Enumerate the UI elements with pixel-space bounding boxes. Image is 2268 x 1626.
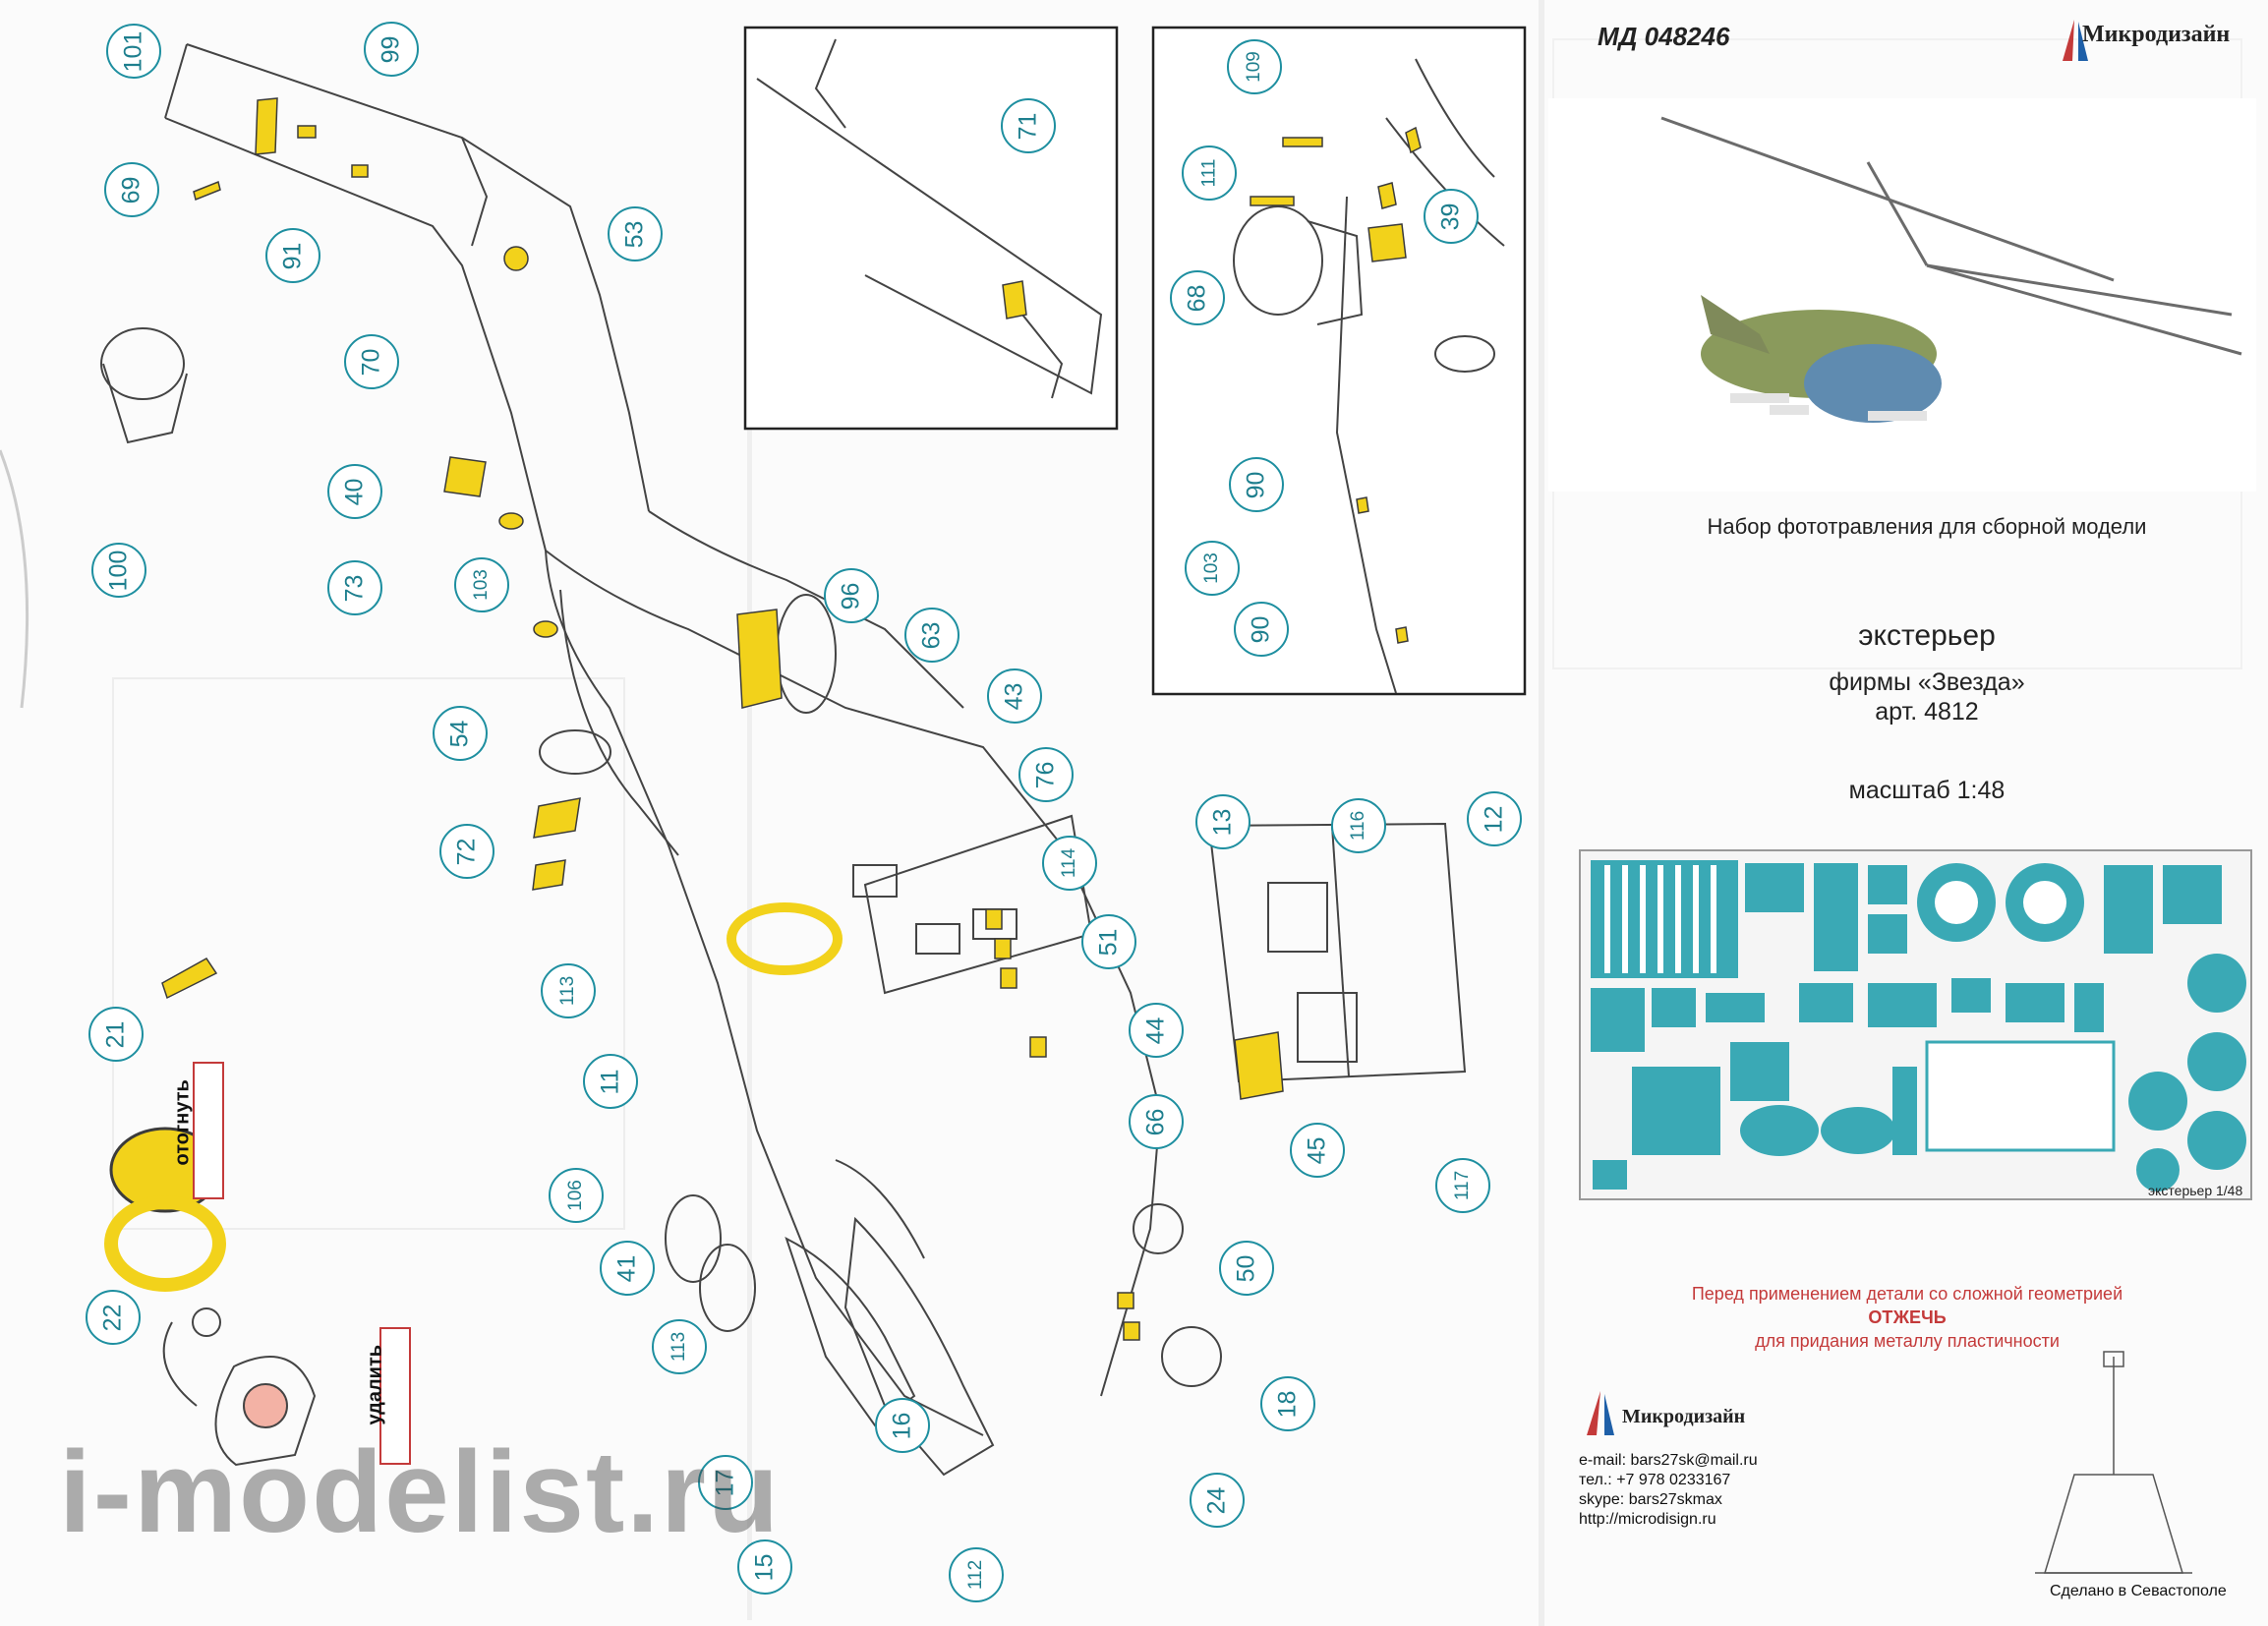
- made-in: Сделано в Севастополе: [2050, 1583, 2227, 1599]
- part-callout: 103: [1185, 541, 1240, 596]
- contact-email: e-mail: bars27sk@mail.ru: [1579, 1452, 1758, 1469]
- monument-sketch: [2035, 1351, 2192, 1574]
- part-callout: 17: [698, 1455, 753, 1510]
- part-callout: 103: [454, 557, 509, 612]
- notice-line1: Перед применением детали со сложной геом…: [1691, 1284, 2123, 1304]
- scale: масштаб 1:48: [1848, 777, 2006, 804]
- part-callout: 15: [737, 1539, 792, 1595]
- brand-logo: [2063, 20, 2088, 61]
- title: экстерьер: [1858, 619, 1996, 652]
- part-callout: 63: [904, 608, 960, 663]
- part-callout: 116: [1331, 798, 1386, 853]
- part-callout: 90: [1234, 602, 1289, 657]
- part-callout: 96: [824, 568, 879, 623]
- part-callout: 73: [327, 560, 382, 615]
- part-callout: 99: [364, 22, 419, 77]
- part-callout: 91: [265, 228, 320, 283]
- fret-label: экстерьер 1/48: [2148, 1183, 2243, 1198]
- brand-name: Микродизайн: [2082, 22, 2231, 47]
- part-callout: 112: [949, 1547, 1004, 1602]
- part-callout: 54: [433, 706, 488, 761]
- part-callout: 90: [1229, 457, 1284, 512]
- part-callout: 101: [106, 24, 161, 79]
- part-callout: 18: [1260, 1376, 1315, 1431]
- company: фирмы «Звезда»: [1829, 668, 2025, 696]
- part-callout: 12: [1467, 791, 1522, 846]
- part-callout: 45: [1290, 1123, 1345, 1178]
- part-callout: 100: [91, 543, 146, 598]
- part-callout: 66: [1129, 1094, 1184, 1149]
- watermark: i-modelist.ru: [59, 1427, 782, 1557]
- product-code: МД 048246: [1598, 22, 1730, 51]
- part-callout: 53: [608, 206, 663, 261]
- footer-brand: Микродизайн: [1622, 1406, 1746, 1427]
- part-callout: 40: [327, 464, 382, 519]
- article: арт. 4812: [1875, 698, 1979, 726]
- photo-etch-fret: [1579, 849, 2252, 1200]
- notice-line3: для придания металлу пластичности: [1755, 1331, 2060, 1351]
- part-callout: 43: [987, 668, 1042, 724]
- part-callout: 51: [1081, 914, 1136, 969]
- part-callout: 16: [875, 1398, 930, 1453]
- contact-skype: skype: bars27skmax: [1579, 1491, 1722, 1508]
- part-callout: 24: [1190, 1473, 1245, 1528]
- part-callout: 70: [344, 334, 399, 389]
- bend-label: отогнуть: [172, 1062, 224, 1199]
- part-callout: 109: [1227, 39, 1282, 94]
- subtitle: Набор фототравления для сборной модели: [1707, 514, 2147, 539]
- part-callout: 50: [1219, 1241, 1274, 1296]
- part-callout: 22: [86, 1290, 141, 1345]
- part-callout: 114: [1042, 836, 1097, 891]
- part-callout: 72: [439, 824, 494, 879]
- part-callout: 111: [1182, 145, 1237, 201]
- part-callout: 44: [1129, 1003, 1184, 1058]
- part-callout: 69: [104, 162, 159, 217]
- contact-phone: тел.: +7 978 0233167: [1579, 1472, 1731, 1488]
- remove-label: удалить: [365, 1327, 411, 1465]
- part-callout: 113: [541, 963, 596, 1018]
- notice-line2: ОТЖЕЧЬ: [1868, 1307, 1947, 1327]
- part-callout: 11: [583, 1054, 638, 1109]
- helicopter-photo: [1548, 98, 2256, 492]
- contact-url[interactable]: http://microdisign.ru: [1579, 1511, 1716, 1528]
- part-callout: 68: [1170, 270, 1225, 325]
- part-callout: 117: [1435, 1158, 1490, 1213]
- part-callout: 41: [600, 1241, 655, 1296]
- part-callout: 13: [1195, 794, 1250, 849]
- part-callout: 21: [88, 1007, 144, 1062]
- part-callout: 76: [1018, 747, 1074, 802]
- part-callout: 71: [1001, 98, 1056, 153]
- contacts: e-mail: bars27sk@mail.ru тел.: +7 978 02…: [1579, 1451, 1758, 1530]
- part-callout: 39: [1424, 189, 1479, 244]
- part-callout: 113: [652, 1319, 707, 1374]
- part-callout: 106: [549, 1168, 604, 1223]
- footer-logo: [1587, 1391, 1614, 1435]
